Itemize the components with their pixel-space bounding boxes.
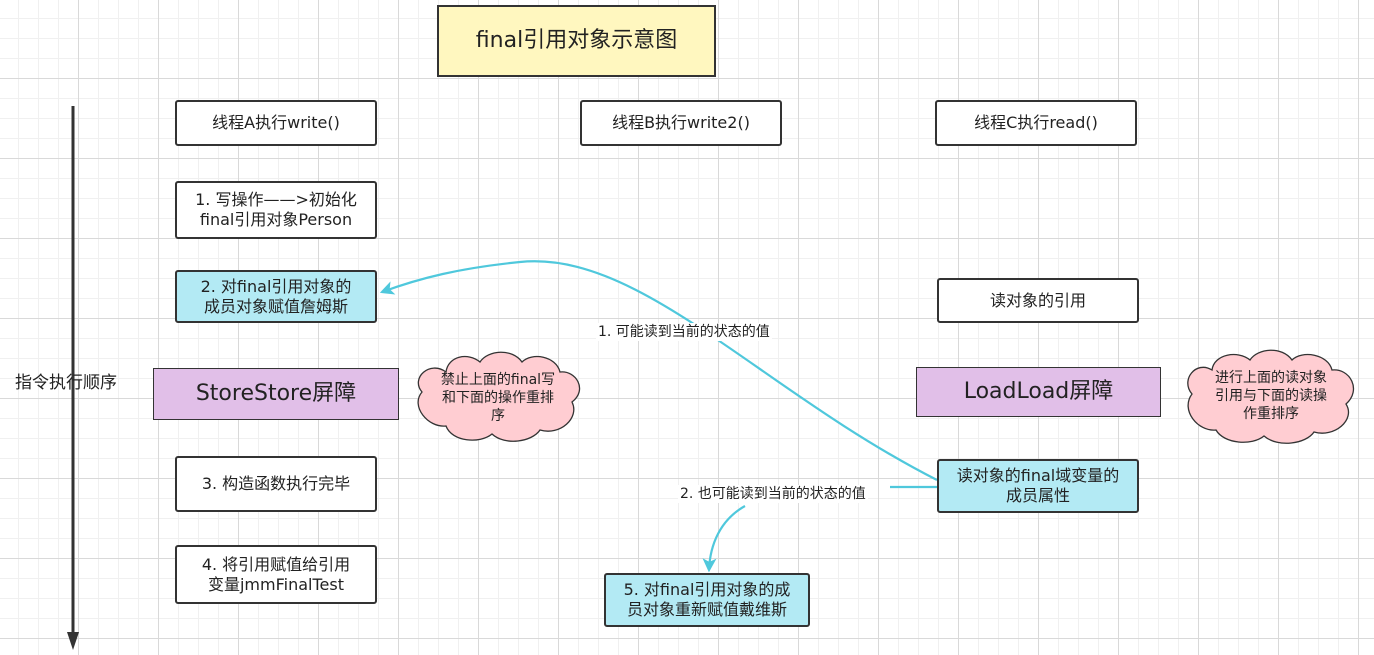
diagram-title: final引用对象示意图 — [437, 5, 716, 77]
step-3-constructor-box: 3. 构造函数执行完毕 — [175, 456, 377, 512]
step-1-init-box: 1. 写操作——>初始化 final引用对象Person — [175, 181, 377, 239]
edge-1-label: 1. 可能读到当前的状态的值 — [596, 323, 772, 341]
edge-2-curve — [702, 505, 746, 573]
thread-b-header: 线程B执行write2() — [580, 100, 782, 146]
cloud-right-shape — [1187, 349, 1355, 444]
cloud-left-text: 禁止上面的final写 和下面的操作重排 序 — [440, 372, 556, 424]
read-final-field-box: 读对象的final域变量的 成员属性 — [937, 459, 1139, 513]
loadload-barrier: LoadLoad屏障 — [916, 367, 1161, 417]
edge-1-curve — [379, 260, 938, 481]
read-reference-box: 读对象的引用 — [937, 278, 1139, 323]
step-5-reassign-box: 5. 对final引用对象的成 员对象重新赋值戴维斯 — [604, 573, 810, 627]
cloud-left-shape — [417, 351, 581, 442]
execution-order-arrowhead — [67, 632, 79, 650]
cloud-right-text: 进行上面的读对象 引用与下面的读操 作重排序 — [1215, 370, 1327, 422]
storestore-barrier: StoreStore屏障 — [153, 368, 399, 420]
step-4-reference-box: 4. 将引用赋值给引用 变量jmmFinalTest — [175, 545, 377, 604]
edge-2-label: 2. 也可能读到当前的状态的值 — [678, 485, 868, 503]
thread-a-header: 线程A执行write() — [175, 100, 377, 146]
thread-c-header: 线程C执行read() — [935, 100, 1137, 146]
step-2-assign-box: 2. 对final引用对象的 成员对象赋值詹姆斯 — [175, 270, 377, 323]
execution-order-label: 指令执行顺序 — [15, 373, 117, 393]
